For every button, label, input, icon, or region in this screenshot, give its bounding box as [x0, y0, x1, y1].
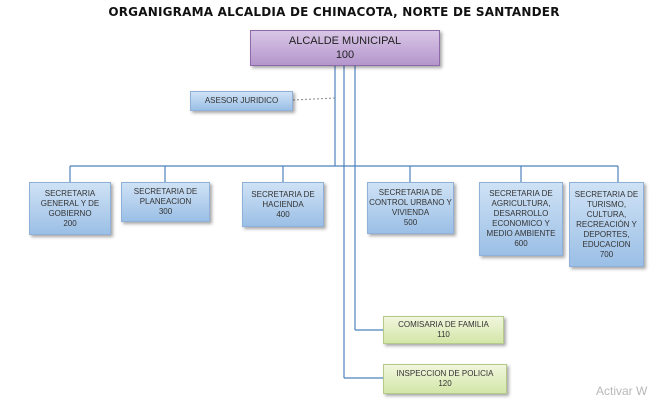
activation-watermark: Activar W — [596, 384, 648, 398]
office-code: 110 — [437, 330, 450, 339]
secretariat-name: SECRETARIA DE AGRICULTURA, DESARROLLO EC… — [486, 189, 556, 238]
secretariat-name: SECRETARIA DE TURISMO, CULTURA, RECREACI… — [574, 189, 639, 249]
secretariat-code: 300 — [158, 207, 173, 216]
secretariat-name: SECRETARIA DE HACIENDA — [251, 189, 315, 209]
secretariat-box-300: SECRETARIA DE PLANEACION 300 — [121, 182, 210, 222]
page-title: ORGANIGRAMA ALCALDIA DE CHINACOTA, NORTE… — [108, 5, 560, 19]
secretariat-code: 500 — [403, 218, 418, 227]
secretariat-code: 400 — [276, 209, 290, 219]
connector-advisor — [292, 97, 336, 101]
secretariat-box-200: SECRETARIA GENERAL Y DE GOBIERNO 200 — [29, 182, 111, 235]
advisor-box: ASESOR JURIDICO — [190, 91, 293, 111]
office-box-110: COMISARIA DE FAMILIA 110 — [383, 316, 504, 344]
secretariat-name: SECRETARIA GENERAL Y DE GOBIERNO — [40, 188, 100, 218]
office-code: 120 — [438, 379, 452, 388]
mayor-box: ALCALDE MUNICIPAL 100 — [250, 30, 440, 66]
secretariat-name: SECRETARIA DE PLANEACION — [133, 187, 198, 206]
secretariat-name: SECRETARIA DE CONTROL URBANO Y VIVIENDA — [369, 188, 452, 217]
advisor-name: ASESOR JURIDICO — [204, 96, 279, 105]
secretariat-code: 700 — [599, 249, 614, 259]
secretariat-box-700: SECRETARIA DE TURISMO, CULTURA, RECREACI… — [569, 182, 644, 267]
secretariat-box-500: SECRETARIA DE CONTROL URBANO Y VIVIENDA … — [367, 182, 454, 234]
secretariat-code: 600 — [514, 239, 528, 248]
secretariat-code: 200 — [63, 218, 77, 228]
office-name: INSPECCION DE POLICIA — [396, 369, 494, 378]
office-name: COMISARIA DE FAMILIA — [398, 320, 489, 329]
secretariat-box-400: SECRETARIA DE HACIENDA 400 — [242, 182, 324, 227]
mayor-name: ALCALDE MUNICIPAL — [288, 35, 402, 47]
mayor-code: 100 — [335, 49, 355, 61]
secretariat-box-600: SECRETARIA DE AGRICULTURA, DESARROLLO EC… — [479, 182, 563, 256]
office-box-120: INSPECCION DE POLICIA 120 — [383, 364, 507, 394]
